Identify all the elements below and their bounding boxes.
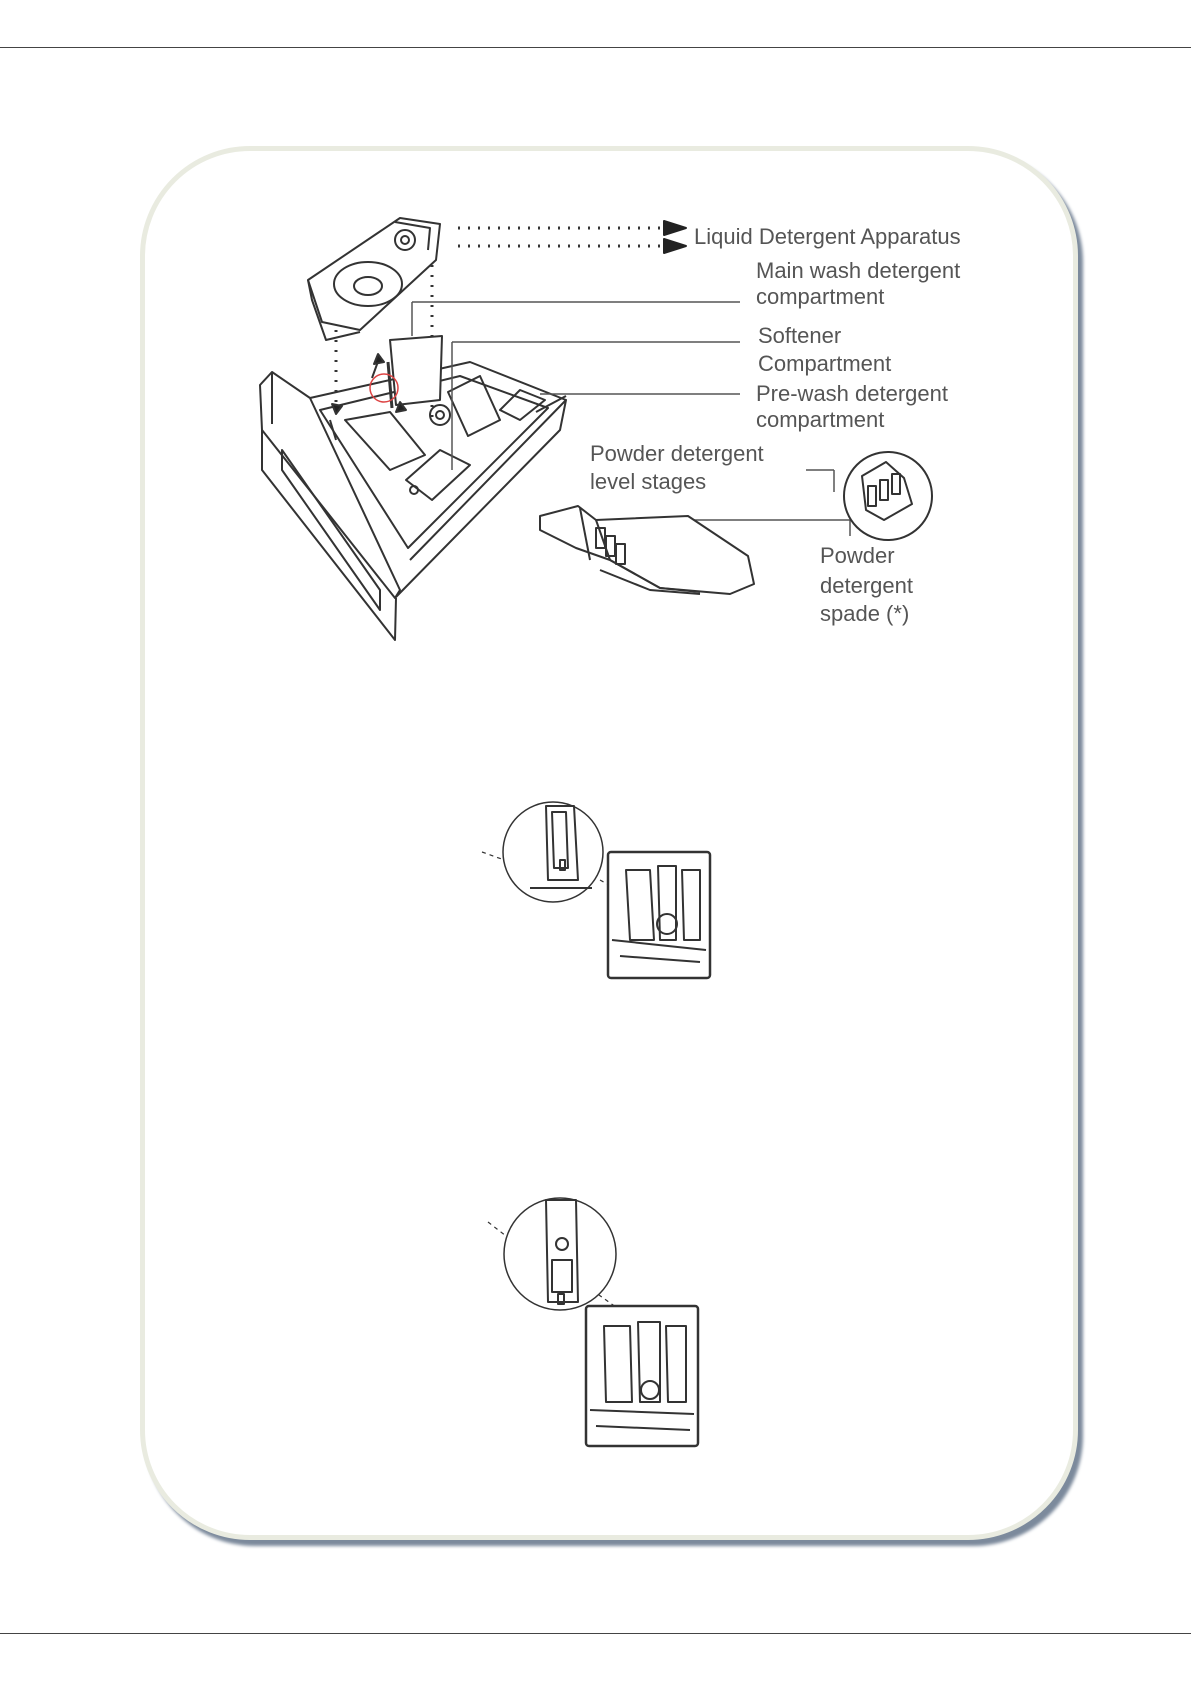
powder-stages-label-line1: Powder detergent — [590, 440, 764, 468]
siphon-detail-2-icon — [488, 1198, 698, 1446]
spade-label-line1: Powder — [820, 542, 895, 570]
softener-label-line1: Softener — [758, 322, 841, 350]
liquid-apparatus-icon — [308, 218, 440, 340]
main-wash-label-line2: compartment — [756, 283, 884, 311]
siphon-detail-1-icon — [482, 802, 710, 978]
softener-label-line2: Compartment — [758, 350, 891, 378]
spade-zoom-icon — [844, 452, 932, 540]
prewash-label-line1: Pre-wash detergent — [756, 380, 948, 408]
prewash-label-line2: compartment — [756, 406, 884, 434]
liquid-apparatus-label: Liquid Detergent Apparatus — [694, 223, 961, 251]
spade-label-line3: spade (*) — [820, 600, 909, 628]
powder-stages-label-line2: level stages — [590, 468, 706, 496]
powder-spade-icon — [540, 506, 754, 594]
dispenser-drawer-icon — [260, 336, 566, 640]
spade-label-line2: detergent — [820, 572, 913, 600]
main-wash-label-line1: Main wash detergent — [756, 257, 960, 285]
